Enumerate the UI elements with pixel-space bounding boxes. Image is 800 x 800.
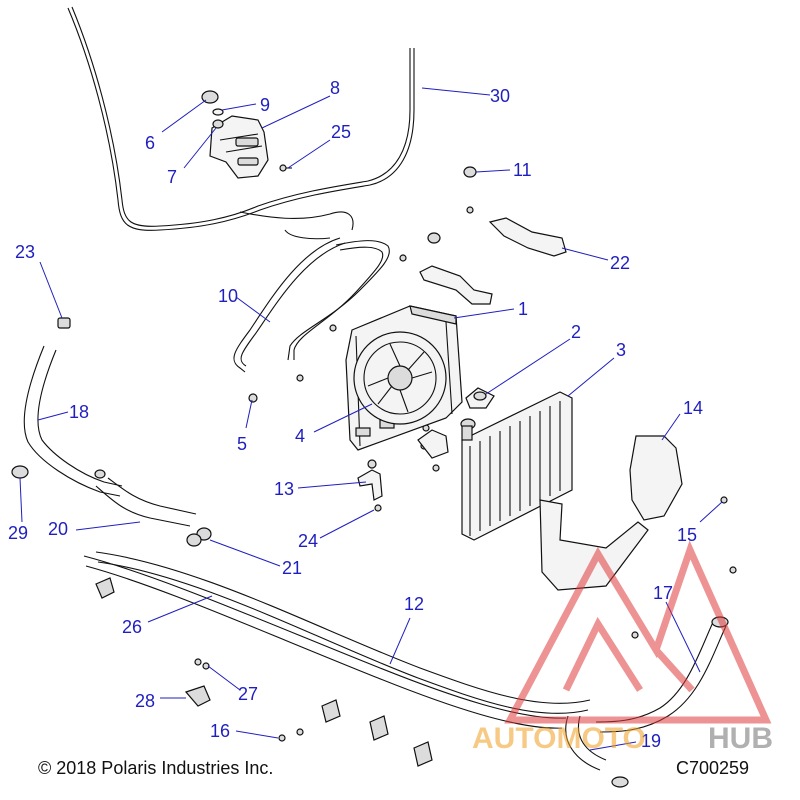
part-bracket-screw xyxy=(374,504,382,512)
part-hose-clamp-left xyxy=(11,465,29,479)
callout-7: 7 xyxy=(167,167,177,187)
callout-25: 25 xyxy=(331,122,351,142)
watermark-text-left: AUTOMOTO xyxy=(472,722,646,755)
part-coolant-tube-supply xyxy=(95,551,591,714)
callout-6: 6 xyxy=(145,133,155,153)
callout-15: 15 xyxy=(677,525,697,545)
callout-labels: 1 2 3 4 5 6 7 8 9 10 11 12 13 14 15 16 1… xyxy=(8,78,703,751)
part-hose-clamps xyxy=(186,527,212,547)
callout-23: 23 xyxy=(15,242,35,262)
callout-4: 4 xyxy=(295,426,305,446)
callout-19: 19 xyxy=(641,731,661,751)
callout-16: 16 xyxy=(210,721,230,741)
part-coolant-reservoir xyxy=(209,115,269,179)
callout-22: 22 xyxy=(610,253,630,273)
part-reservoir-screw xyxy=(279,164,292,172)
automotohub-watermark: AUTOMOTO HUB xyxy=(472,540,773,755)
part-bypass-hose xyxy=(233,237,390,373)
callout-2: 2 xyxy=(571,322,581,342)
callout-10: 10 xyxy=(218,286,238,306)
callout-5: 5 xyxy=(237,434,247,454)
part-cooling-fan xyxy=(353,331,447,425)
part-cap-washer xyxy=(212,108,224,116)
callout-28: 28 xyxy=(135,691,155,711)
part-fan-screw xyxy=(248,393,258,403)
callout-1: 1 xyxy=(518,299,528,319)
callout-3: 3 xyxy=(616,340,626,360)
part-deflector-screw xyxy=(720,496,728,504)
drawing-number: C700259 xyxy=(676,758,750,778)
part-lower-bracket xyxy=(357,459,383,501)
callout-30: 30 xyxy=(490,86,510,106)
part-coolant-hose-rear xyxy=(94,469,197,527)
part-reservoir-fitting xyxy=(212,119,224,129)
callout-17: 17 xyxy=(653,583,673,603)
watermark-logo-icon xyxy=(504,540,772,724)
callout-26: 26 xyxy=(122,617,142,637)
part-grommet-nut xyxy=(463,166,477,178)
callout-14: 14 xyxy=(683,398,703,418)
part-tube-clamp xyxy=(95,577,433,767)
callout-9: 9 xyxy=(260,95,270,115)
callout-8: 8 xyxy=(330,78,340,98)
callout-24: 24 xyxy=(298,531,318,551)
part-mount-bracket-side xyxy=(417,429,449,459)
part-clamp-screws xyxy=(194,658,304,742)
callout-leaders xyxy=(19,87,723,751)
callout-20: 20 xyxy=(48,519,68,539)
callout-29: 29 xyxy=(8,523,28,543)
copyright-notice: © 2018 Polaris Industries Inc. xyxy=(38,758,274,778)
callout-18: 18 xyxy=(69,402,89,422)
callout-12: 12 xyxy=(404,594,424,614)
watermark-text-right: HUB xyxy=(708,722,773,755)
callout-11: 11 xyxy=(513,160,532,180)
callout-13: 13 xyxy=(274,479,294,499)
part-vent-line xyxy=(67,6,415,240)
part-mount-bracket-upper xyxy=(488,217,567,257)
callout-21: 21 xyxy=(282,558,302,578)
callout-27: 27 xyxy=(238,684,258,704)
part-mount-bracket-fan xyxy=(419,265,493,305)
part-air-deflector xyxy=(539,435,683,591)
part-coolant-hose-upper xyxy=(23,345,123,497)
part-small-fasteners xyxy=(296,206,737,639)
part-bleed-fitting xyxy=(57,317,71,329)
